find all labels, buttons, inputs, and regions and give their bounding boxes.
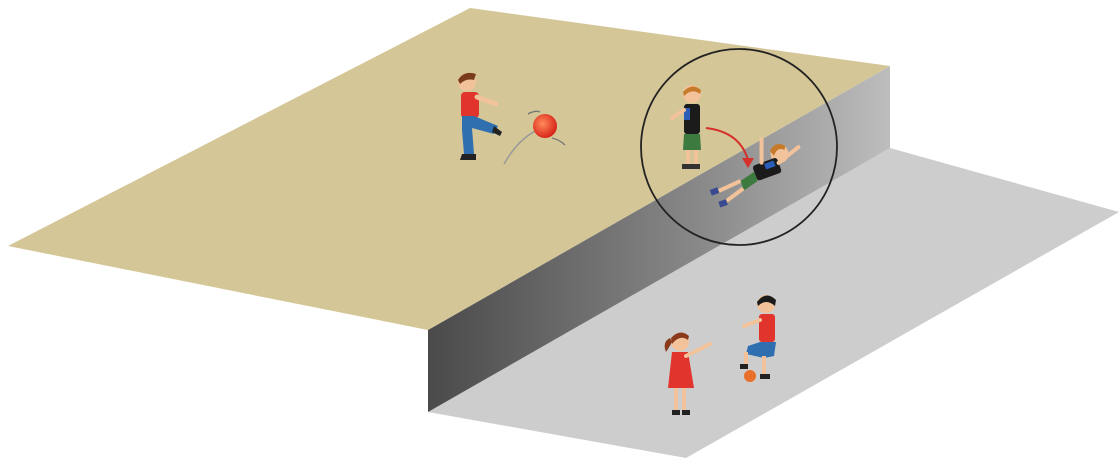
ball-icon-lower: [744, 370, 756, 382]
ball-icon: [533, 114, 557, 138]
